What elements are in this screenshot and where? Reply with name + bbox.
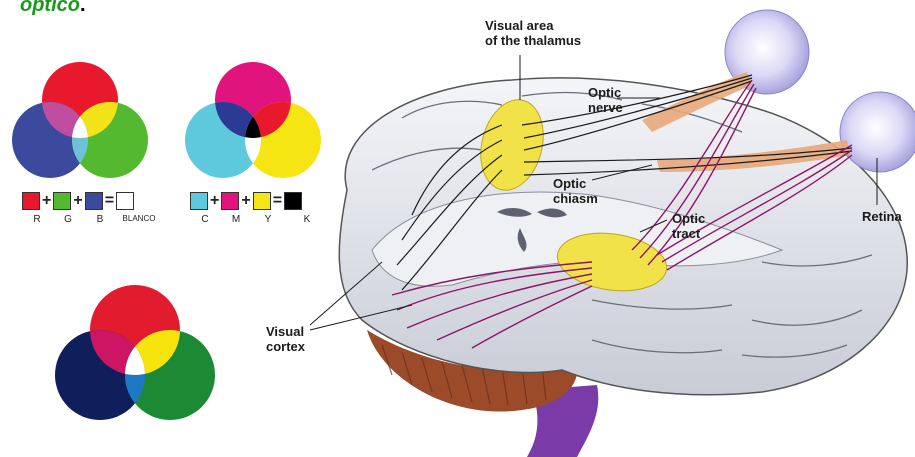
label-optic-nerve-line1: Optic	[588, 85, 623, 100]
label-optic-nerve: Optic nerve	[588, 85, 623, 115]
label-thalamus-line1: Visual area	[485, 18, 581, 33]
plus-sign: +	[42, 192, 51, 210]
label-g: G	[52, 214, 84, 225]
plus-sign: +	[241, 192, 250, 210]
equals-sign: =	[105, 192, 114, 210]
label-blanco: BLANCO	[116, 214, 162, 225]
swatch-green	[53, 192, 71, 210]
label-b: B	[84, 214, 116, 225]
label-tract-line1: Optic	[672, 211, 705, 226]
swatch-blue	[85, 192, 103, 210]
heading-period: .	[80, 0, 86, 16]
label-cortex-line1: Visual	[266, 324, 305, 339]
swatch-cyan	[190, 192, 208, 210]
heading-word: óptico	[20, 0, 80, 16]
label-thalamus: Visual area of the thalamus	[485, 18, 581, 48]
label-tract-line2: tract	[672, 226, 705, 241]
swatch-red	[22, 192, 40, 210]
rgb-additive-venn	[5, 55, 155, 185]
label-m: M	[220, 214, 252, 225]
label-retina: Retina	[862, 209, 902, 224]
swatch-white	[116, 192, 134, 210]
plus-sign: +	[73, 192, 82, 210]
swatch-magenta	[221, 192, 239, 210]
heading-text: óptico.	[20, 0, 86, 17]
label-chiasm-line1: Optic	[553, 176, 598, 191]
plus-sign: +	[210, 192, 219, 210]
label-thalamus-line2: of the thalamus	[485, 33, 581, 48]
label-c: C	[190, 214, 220, 225]
label-visual-cortex: Visual cortex	[266, 324, 305, 354]
additive-venn-large	[50, 285, 225, 425]
visual-pathway-illustration	[262, 0, 915, 457]
rgb-equation: + + = R G B BLANCO	[22, 192, 162, 225]
label-cortex-line2: cortex	[266, 339, 305, 354]
label-optic-nerve-line2: nerve	[588, 100, 623, 115]
label-optic-chiasm: Optic chiasm	[553, 176, 598, 206]
label-optic-tract: Optic tract	[672, 211, 705, 241]
label-chiasm-line2: chiasm	[553, 191, 598, 206]
label-r: R	[22, 214, 52, 225]
